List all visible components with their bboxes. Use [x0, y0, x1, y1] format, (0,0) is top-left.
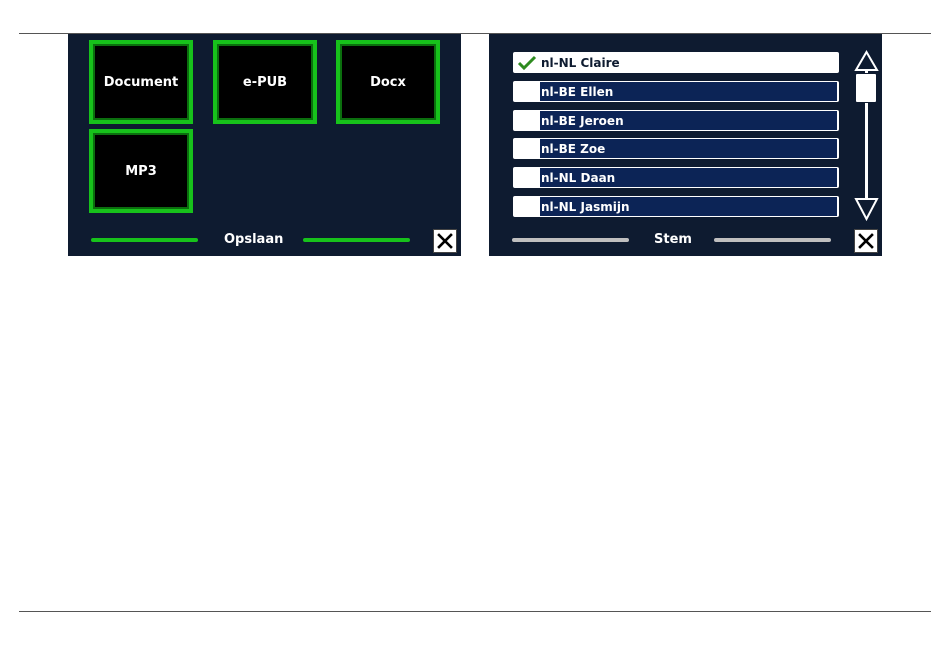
scrollbar-thumb[interactable] — [855, 73, 877, 103]
check-icon — [513, 52, 540, 73]
save-panel: Document e-PUB Docx MP3 Opslaan — [68, 34, 461, 256]
voice-panel: nl-NL Claire nl-BE Ellen nl-BE Jeroen nl… — [489, 34, 882, 256]
footer-line-right — [714, 238, 831, 242]
close-icon — [858, 233, 874, 249]
tile-mp3-label: MP3 — [125, 164, 157, 179]
close-button[interactable] — [433, 229, 457, 253]
tile-epub-label: e-PUB — [243, 75, 287, 90]
tile-docx[interactable]: Docx — [336, 40, 440, 124]
voice-label: nl-NL Jasmijn — [540, 197, 837, 216]
close-button[interactable] — [854, 229, 878, 253]
bottom-rule — [19, 611, 931, 612]
voice-item-nl-nl-claire[interactable]: nl-NL Claire — [513, 52, 839, 73]
voice-item-nl-be-ellen[interactable]: nl-BE Ellen — [513, 81, 839, 102]
panel-title: Stem — [654, 232, 692, 247]
voice-item-nl-be-zoe[interactable]: nl-BE Zoe — [513, 138, 839, 159]
footer-line-right — [303, 238, 410, 242]
close-icon — [437, 233, 453, 249]
voice-label: nl-NL Claire — [540, 53, 837, 72]
footer-line-left — [512, 238, 629, 242]
scroll-up-icon[interactable] — [854, 50, 879, 72]
voice-label: nl-BE Ellen — [540, 82, 837, 101]
tile-document[interactable]: Document — [89, 40, 193, 124]
scroll-down-icon[interactable] — [854, 197, 879, 221]
tile-mp3[interactable]: MP3 — [89, 129, 193, 213]
tile-document-label: Document — [104, 75, 179, 90]
tile-docx-label: Docx — [370, 75, 406, 90]
voice-label: nl-BE Zoe — [540, 139, 837, 158]
tile-epub[interactable]: e-PUB — [213, 40, 317, 124]
voice-item-nl-nl-jasmijn[interactable]: nl-NL Jasmijn — [513, 196, 839, 217]
voice-item-nl-nl-daan[interactable]: nl-NL Daan — [513, 167, 839, 188]
voice-label: nl-NL Daan — [540, 168, 837, 187]
voice-item-nl-be-jeroen[interactable]: nl-BE Jeroen — [513, 110, 839, 131]
footer-line-left — [91, 238, 198, 242]
voice-label: nl-BE Jeroen — [540, 111, 837, 130]
panel-title: Opslaan — [224, 232, 283, 247]
